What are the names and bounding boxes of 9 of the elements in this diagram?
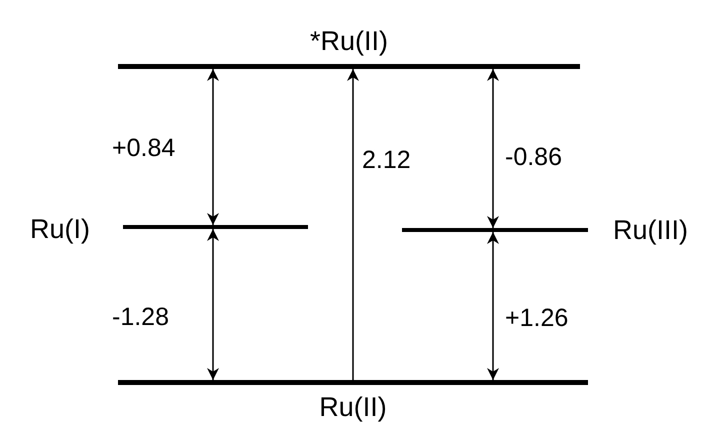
arrow xyxy=(487,69,499,228)
level-label: Ru(III) xyxy=(613,217,688,244)
level-label: *Ru(II) xyxy=(310,28,388,55)
arrow xyxy=(207,69,219,225)
arrow xyxy=(347,69,359,380)
arrow xyxy=(207,229,219,380)
level-label: Ru(I) xyxy=(30,216,90,243)
arrow xyxy=(487,232,499,380)
level-label: Ru(II) xyxy=(319,394,387,421)
